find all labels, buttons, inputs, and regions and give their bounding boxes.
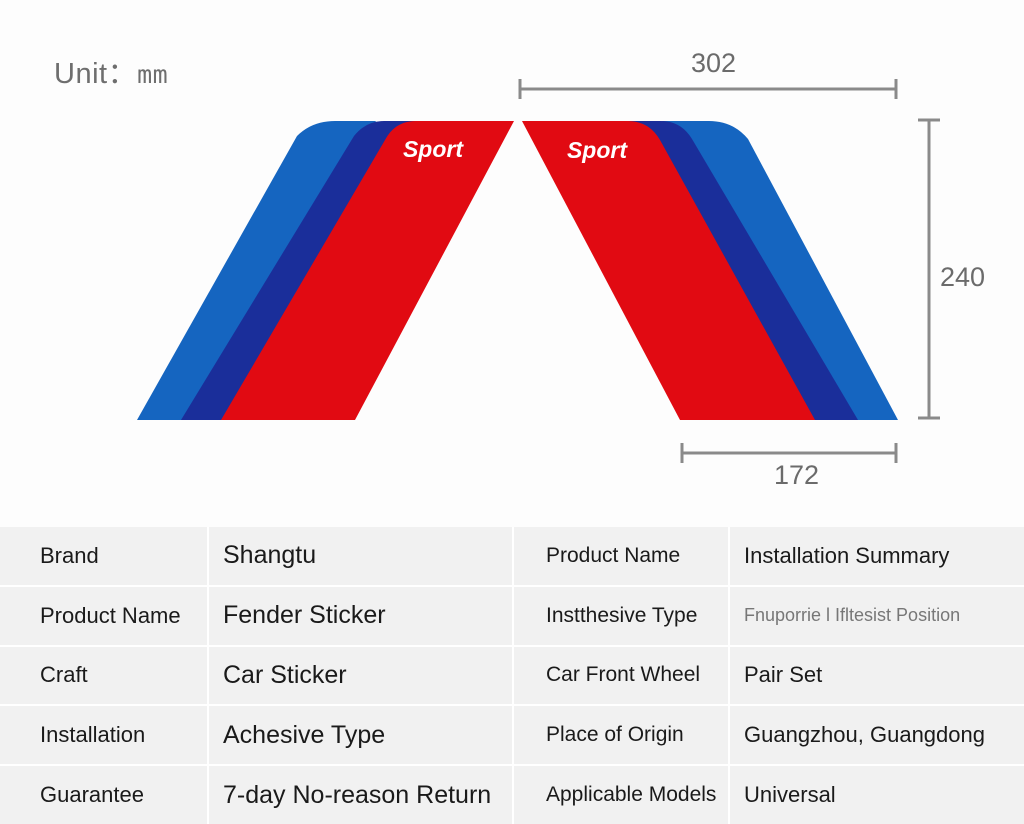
top-width-value: 302 [691,48,737,78]
sticker-graphic: Sport Sport [137,79,940,463]
spec-label-product-name-2: Product Name [0,586,207,645]
spec-label-guarantee: Guarantee [0,766,207,824]
top-width-dimension-line [518,79,898,99]
spec-value-position: Fnuporrie l Ifltesist Position [730,586,1024,645]
unit-label-text: Unit： [54,58,138,90]
spec-label-place-of-origin: Place of Origin [514,706,728,765]
unit-value: mm [137,60,169,89]
left-sticker-light-blue-stripe [137,121,376,420]
spec-label-installation: Installation [0,706,207,765]
sticker-dimension-diagram: Unit：mm Sport Sport [54,48,986,490]
spec-value-place-of-origin: Guangzhou, Guangdong [730,706,1024,765]
height-value: 240 [940,262,986,292]
bottom-width-dimension-line [680,443,898,463]
right-sport-text: Sport [567,137,628,163]
unit-label: Unit：mm [54,50,168,92]
spec-value-fender-sticker: Fender Sticker [209,586,512,645]
right-fender-sticker [522,121,898,420]
spec-value-guarantee: 7-day No-reason Return [209,766,512,824]
spec-value-craft: Car Sticker [209,646,512,705]
spec-value-brand: Shangtu [209,527,512,585]
bottom-width-value: 172 [774,460,820,490]
spec-label-craft: Craft [0,646,207,705]
spec-label-front-wheel: Car Front Wheel [514,646,728,705]
spec-value-applicable-models: Universal [730,766,1024,824]
height-dimension-line [918,118,940,420]
spec-label-type: Instthesive Type [514,586,728,645]
left-sticker-red-stripe [221,121,514,420]
product-spec-table: Brand Shangtu Product Name Installation … [0,527,1024,824]
spec-label-applicable-models: Applicable Models [514,766,728,824]
left-fender-sticker [137,121,514,420]
spec-value-pair-set: Pair Set [730,646,1024,705]
right-sticker-red-stripe [522,121,815,420]
spec-value-product-name: Installation Summary [730,527,1024,585]
left-sport-text: Sport [403,136,464,162]
spec-label-product-name: Product Name [514,527,728,585]
spec-label-brand: Brand [0,527,207,585]
spec-value-installation: Achesive Type [209,706,512,765]
